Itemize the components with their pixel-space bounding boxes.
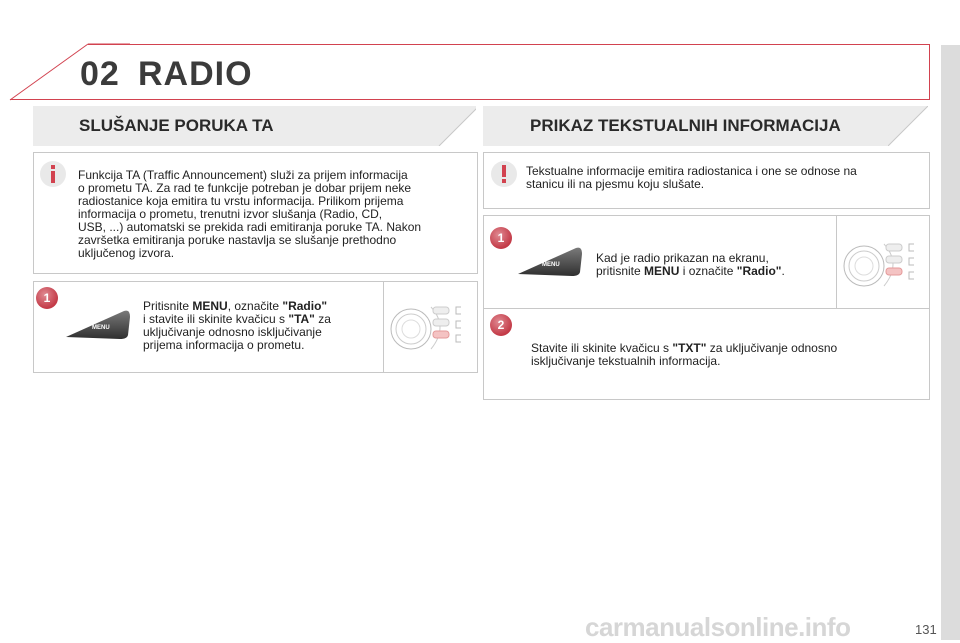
title-slash-decoration: [888, 106, 928, 146]
step-line: pritisnite MENU i označite "Radio".: [596, 264, 785, 278]
info-line: radiostanice koja emitira tu vrstu infor…: [78, 194, 404, 208]
header-bottom-line: [10, 99, 930, 100]
step1-text-right: Kad je radio prikazan na ekranu, pritisn…: [596, 252, 836, 278]
header-right-line: [929, 44, 930, 100]
step-line: Kad je radio prikazan na ekranu,: [596, 251, 769, 265]
info-line: o prometu TA. Za rad te funkcije potreba…: [78, 181, 412, 195]
box-divider: [383, 282, 384, 372]
step-number-badge: 1: [36, 287, 58, 309]
warning-icon-badge: [491, 161, 517, 187]
info-icon-badge: [40, 161, 66, 187]
warning-line: stanicu ili na pjesmu koju slušate.: [526, 177, 705, 191]
menu-button-label: MENU: [92, 325, 110, 331]
warning-box-right: Tekstualne informacije emitira radiostan…: [483, 152, 930, 209]
step-text-left: Pritisnite MENU, označite "Radio" i stav…: [143, 300, 383, 352]
info-box-left: Funkcija TA (Traffic Announcement) služi…: [33, 152, 478, 274]
step-box-left: 1 MENU Pritisnite MENU, označite "Radio"…: [33, 281, 478, 373]
info-text-left: Funkcija TA (Traffic Announcement) služi…: [78, 169, 470, 260]
header-corner-line: [9, 43, 130, 101]
chapter-number: 02: [80, 55, 120, 93]
chapter-title: RADIO: [138, 55, 253, 93]
menu-button-illustration: MENU: [66, 310, 130, 339]
control-panel-illustration: [843, 243, 914, 287]
watermark: carmanualsonline.info: [585, 612, 851, 642]
info-line: uključenog izvora.: [78, 246, 175, 260]
step-line: uključivanje odnosno isključivanje: [143, 325, 322, 339]
info-line: USB, ...) automatski se prekida radi emi…: [78, 220, 422, 234]
info-icon: [51, 165, 55, 183]
step-separator: [484, 308, 929, 309]
menu-button-illustration: MENU: [518, 247, 582, 276]
step-line: prijema informacija o prometu.: [143, 338, 305, 352]
step-box-right: 1 MENU Kad je radio prikazan na ekranu, …: [483, 215, 930, 400]
warning-text-right: Tekstualne informacije emitira radiostan…: [526, 165, 921, 191]
section-title-left: SLUŠANJE PORUKA TA: [79, 116, 274, 135]
warning-line: Tekstualne informacije emitira radiostan…: [526, 164, 857, 178]
info-line: Funkcija TA (Traffic Announcement) služi…: [78, 168, 408, 182]
side-tab-strip: [941, 45, 960, 640]
box-divider: [836, 216, 837, 308]
menu-button-label: MENU: [542, 262, 560, 268]
title-slash-decoration: [438, 108, 476, 146]
step-line: Stavite ili skinite kvačicu s "TXT" za u…: [531, 341, 838, 355]
step-line: isključivanje tekstualnih informacija.: [531, 354, 721, 368]
exclamation-icon: [502, 165, 506, 183]
section-title-bar-left: SLUŠANJE PORUKA TA: [33, 106, 476, 146]
control-panel-illustration: [390, 306, 461, 350]
section-title-bar-right: PRIKAZ TEKSTUALNIH INFORMACIJA: [483, 106, 928, 146]
header-top-line: [88, 44, 930, 45]
step-number-badge: 2: [490, 314, 512, 336]
section-title-right: PRIKAZ TEKSTUALNIH INFORMACIJA: [530, 116, 841, 135]
step2-text-right: Stavite ili skinite kvačicu s "TXT" za u…: [531, 342, 921, 368]
info-line: završetka emitiranja poruke nastavlja se…: [78, 233, 397, 247]
page-number: 131: [915, 622, 937, 637]
step-line: Pritisnite MENU, označite "Radio": [143, 299, 328, 313]
step-number-badge: 1: [490, 227, 512, 249]
step-line: i stavite ili skinite kvačicu s "TA" za: [143, 312, 331, 326]
info-line: informacija o prometu, trenutni izvor sl…: [78, 207, 383, 221]
